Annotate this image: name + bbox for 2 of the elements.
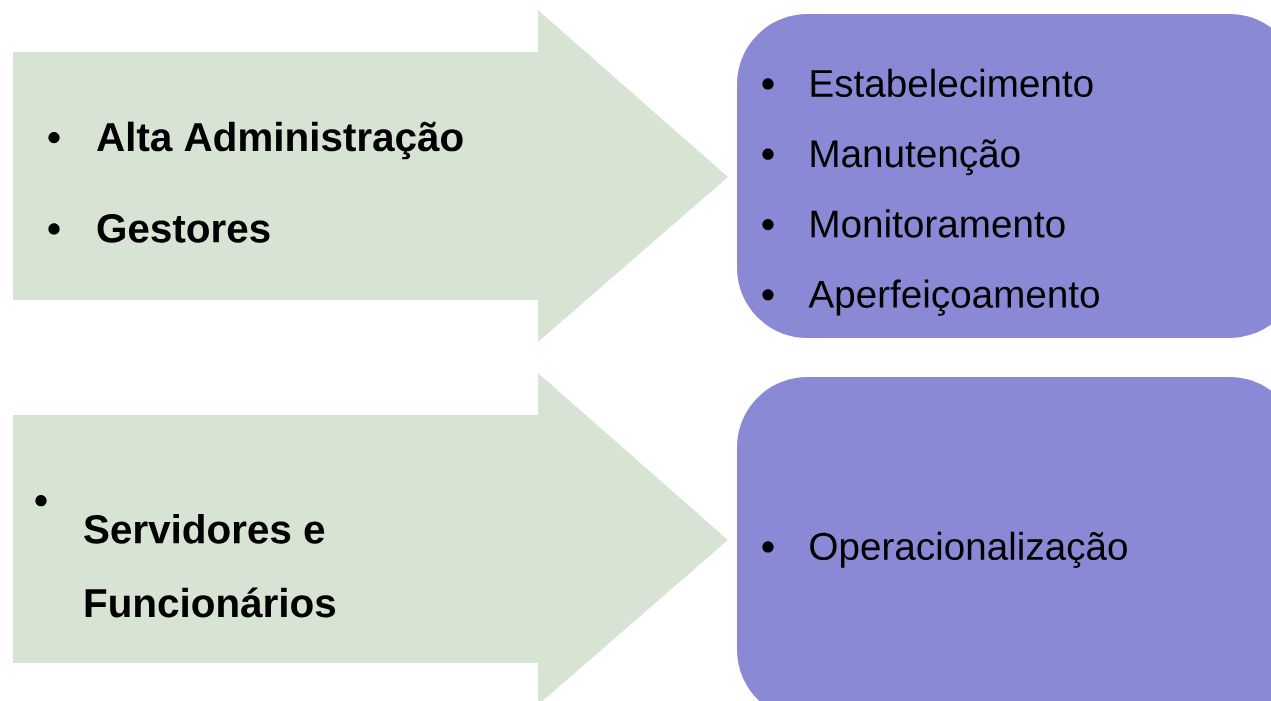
rounded-box: Estabelecimento Manutenção Monitoramento Aperfeiçoamento bbox=[737, 14, 1271, 338]
rounded-box: Operacionalização bbox=[737, 377, 1271, 701]
